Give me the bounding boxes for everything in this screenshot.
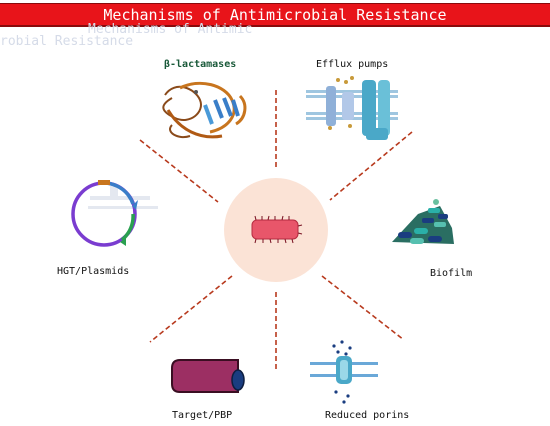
ghost-shapes: [88, 186, 158, 209]
hgt-plasmids-label: HGT/Plasmids: [57, 266, 130, 277]
beta-lactamase-protein-icon: [162, 81, 247, 139]
connector-lines: [139, 90, 413, 372]
target-pbp-icon: [171, 359, 245, 393]
target-pbp-label: Target/PBP: [172, 410, 233, 421]
efflux-pump-icon: [306, 76, 398, 140]
ghost-text-2: robial Resistance: [0, 34, 134, 49]
efflux-pumps-label: Efflux pumps: [316, 59, 389, 70]
plasmid-icon: [71, 180, 138, 247]
beta-lactamases-label: β-lactamases: [164, 59, 237, 70]
diagram-title: Mechanisms of Antimicrobial Resistance: [103, 6, 447, 24]
biofilm-icon: [392, 199, 454, 244]
title-bar: Mechanisms of Antimicrobial Resistance: [0, 3, 550, 27]
connector-biofilm: [321, 275, 405, 341]
reduced-porins-label: Reduced porins: [325, 410, 410, 421]
porin-icon: [310, 340, 378, 404]
connector-beta-lactamases: [139, 139, 219, 203]
biofilm-label: Biofilm: [430, 268, 473, 279]
ghost-text-1: Mechanisms of Antimic: [88, 22, 253, 37]
connector-target: [149, 275, 233, 343]
connector-efflux-right: [329, 131, 413, 201]
bacterium-icon: [251, 215, 303, 244]
